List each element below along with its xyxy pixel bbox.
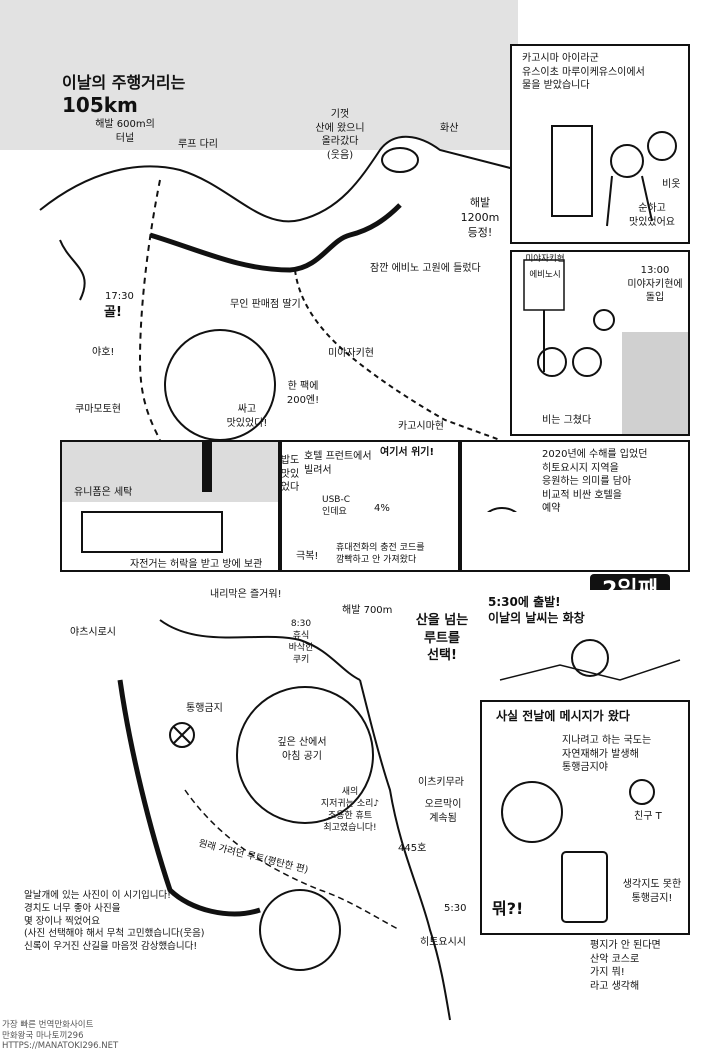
crisis-label: 여기서 위기!	[380, 447, 435, 458]
ebino-label: 잠깐 에비노 고원에 들렀다	[370, 263, 481, 274]
itsukimura-label: 이츠키무라	[418, 777, 464, 788]
miyazaki-panel: 미야자키현 에비노시 13:00 미야자키현에 돌입 비는 그쳤다	[510, 250, 690, 436]
miyazaki-time: 13:00 미야자키현에 돌입	[627, 265, 683, 303]
phone-label: 휴대전화의 충전 코드를 깜빡하고 안 가져왔다	[336, 543, 425, 566]
water-nonslip: 비옷	[662, 179, 681, 190]
deep-mountain: 깊은 산에서 아침 공기	[277, 737, 327, 762]
flat-label: 평지가 안 된다면 산악 코스로 가지 뭐! 라고 생각해	[590, 940, 661, 992]
cheap-tasty-label: 싸고 맛있었다!	[226, 404, 268, 429]
exclaim-label: 뭐?!	[492, 899, 524, 918]
hotel-note-panel: 2020년에 수해를 입었던 히토요시지 지역을 응원하는 의미를 담아 비교적…	[460, 440, 690, 572]
friend-label: 친구 T	[634, 811, 662, 822]
chosen-route: 산을 넘는 루트를 선택!	[415, 613, 469, 664]
flat-panel: 평지가 안 된다면 산악 코스로 가지 뭐! 라고 생각해	[480, 935, 690, 1047]
rice-label: 밥도 맛있었다	[280, 455, 300, 493]
front-desk-panel: 밥도 맛있었다 호텔 프런트에서 빌려서 USB-C 인데요 여기서 위기! 4…	[280, 440, 460, 572]
sign-top: 미야자키현	[525, 254, 565, 264]
miyazaki-drawing	[523, 259, 688, 434]
message-header: 사실 전날에 메시지가 왔다	[496, 709, 630, 723]
water-drawing	[551, 125, 677, 227]
birds-label: 새의 지저귀는 소리♪ 조용한 휴트 최고였습니다!	[320, 787, 380, 834]
miyazaki-label: 미야자키현	[328, 348, 374, 359]
summit-label: 해발 1200m 등정!	[460, 196, 500, 239]
water-taste: 순하고 맛있었어요	[629, 203, 675, 228]
hitoyoshi-label: 히토요시시	[420, 937, 466, 948]
goal-label: 골!	[104, 305, 122, 320]
title-line1: 이날의 주행거리는	[62, 73, 186, 92]
message-panel: 사실 전날에 메시지가 왔다 지나려고 하는 국도는 자연재해가 발생해 통행금…	[480, 700, 690, 935]
cable-label: USB-C 인데요	[322, 495, 351, 518]
loop-bridge-label: 루프 다리	[178, 139, 218, 150]
uniform-wash: 유니폼은 세탁	[74, 487, 133, 498]
yatsushiro-label: 야츠시로시	[70, 627, 116, 638]
closed-label: 통행금지	[186, 703, 223, 714]
unmanned-store-label: 무인 판매점 딸기	[230, 299, 301, 310]
no-thought-label: 생각지도 못한 통행금지!	[622, 879, 682, 904]
hotel-room-drawing	[62, 442, 278, 553]
tunnel-label: 해발 600m의 터널	[95, 119, 155, 144]
rain-cleared: 비는 그쳤다	[542, 415, 592, 426]
borrowed-label: 호텔 프런트에서 빌려서	[304, 451, 372, 476]
message-bubble: 지나려고 하는 국도는 자연재해가 발생해 통행금지야	[562, 735, 652, 773]
kagoshima-label: 카고시마현	[398, 421, 444, 432]
hotel-note: 2020년에 수해를 입었던 히토요시지 지역을 응원하는 의미를 담아 비교적…	[542, 449, 648, 514]
km445-label: 445호	[398, 843, 427, 854]
map-drawing	[0, 0, 518, 440]
percent-label: 4%	[374, 503, 390, 514]
goal-time: 17:30	[105, 291, 134, 302]
message-drawing	[501, 779, 655, 923]
volcano-label: 화산	[440, 123, 459, 134]
title-line2: 105km	[62, 93, 138, 117]
yaho-label: 야호!	[92, 347, 115, 358]
start-panel: 5:30에 출발! 이날의 날씨는 화창	[480, 590, 690, 700]
downhill-label: 내리막은 즐거워!	[210, 589, 282, 600]
day2-map-drawing	[117, 619, 451, 1021]
bike-room: 자전거는 허락을 받고 방에 보관	[130, 559, 263, 570]
time-530-map: 5:30	[444, 903, 467, 914]
uphill-label: 오르막이 계속됨	[424, 799, 462, 824]
rest-label: 8:30 휴식 바삭한 쿠키	[288, 619, 314, 666]
altitude-label: 해발 700m	[342, 605, 393, 616]
kumamoto-label: 쿠마모토현	[75, 404, 121, 415]
top-map-area: 이날의 주행거리는 105km 해발 600m의 터널 루프 다리 기껏 산에 …	[0, 0, 518, 440]
watermark: 가장 빠른 번역만화사이트 만화왕국 마나토끼296 HTTPS://MANAT…	[2, 1020, 119, 1052]
water-text: 카고시마 아이라군 유스이초 마루이케유스이에서 물을 받았습니다	[522, 53, 645, 91]
water-panel: 카고시마 아이라군 유스이초 마루이케유스이에서 물을 받았습니다 비옷 순하고…	[510, 44, 690, 244]
start-drawing	[499, 639, 681, 681]
overcome-label: 극복!	[296, 551, 319, 562]
start-label: 5:30에 출발! 이날의 날씨는 화창	[488, 595, 585, 626]
hotel-room-panel: 유니폼은 세탁 자전거는 허락을 받고 방에 보관	[60, 440, 280, 572]
sign-bottom: 에비노시	[529, 270, 561, 280]
hotel-note-drawing	[462, 507, 542, 570]
climb-note: 기껏 산에 왔으니 올라갔다 (웃음)	[315, 109, 365, 161]
one-pack-label: 한 팩에 200엔!	[286, 381, 320, 406]
day2-map: 내리막은 즐거워! 야츠시로시 해발 700m 산을 넘는 루트를 선택! 8:…	[0, 589, 480, 1058]
photo-note: 알날개에 있는 사진이 이 시기입니다! 경치도 너무 좋아 사진을 몇 장이나…	[24, 890, 205, 953]
